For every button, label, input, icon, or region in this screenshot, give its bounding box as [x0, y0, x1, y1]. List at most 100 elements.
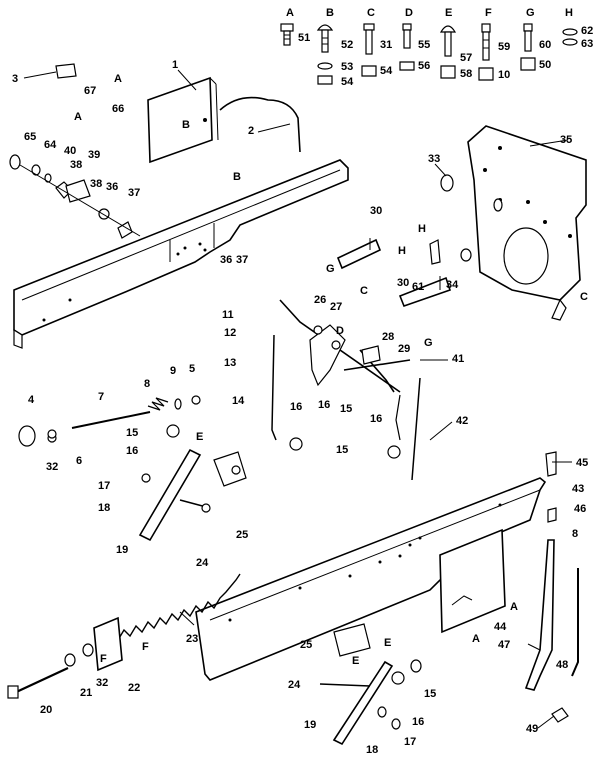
label-38b: 38: [90, 178, 102, 190]
bolt-20: [7, 667, 69, 699]
bumper-pad-3: [55, 63, 77, 79]
label-15a: 15: [126, 427, 138, 439]
label-22: 22: [128, 682, 140, 694]
label-44: 44: [494, 621, 507, 633]
label-9: 9: [170, 365, 176, 377]
label-27: 27: [330, 301, 342, 313]
hw-key-c: C: [367, 7, 375, 19]
label-16a: 16: [126, 445, 138, 457]
callout-labels: 1 2 3 4 5 6 7 8 8 9 11 12 13 14 15 15 15…: [12, 59, 588, 756]
hw-part-54b: 54: [341, 76, 354, 88]
label-33: 33: [428, 153, 440, 165]
label-15c: 15: [336, 444, 348, 456]
lever-19-lower: [319, 623, 422, 746]
label-16c: 16: [370, 413, 382, 425]
hw-key-f: F: [485, 7, 492, 19]
label-16e: 16: [290, 401, 302, 413]
hw-part-60: 60: [539, 39, 551, 51]
handle-48: [571, 568, 579, 677]
label-15b: 15: [340, 403, 352, 415]
hw-part-50: 50: [539, 59, 551, 71]
label-11: 11: [222, 309, 234, 321]
label-28: 28: [382, 331, 394, 343]
hw-part-54c: 54: [380, 65, 393, 77]
ref-h-1: H: [418, 223, 426, 235]
ref-e-1: E: [196, 431, 203, 443]
hw-key-g: G: [526, 7, 535, 19]
hw-key-e: E: [445, 7, 452, 19]
hex-bolt-a-icon: [280, 23, 294, 46]
side-plate-35: [467, 125, 587, 321]
label-66: 66: [112, 103, 124, 115]
label-36b: 36: [220, 254, 232, 266]
grommet-33: [440, 174, 454, 192]
lever-19-upper: [138, 448, 247, 542]
label-8: 8: [144, 378, 150, 390]
label-8b: 8: [572, 528, 578, 540]
hw-key-h: H: [565, 7, 573, 19]
label-38a: 38: [70, 159, 82, 171]
label-6: 6: [76, 455, 82, 467]
label-26: 26: [314, 294, 326, 306]
ref-g-1: G: [326, 263, 335, 275]
ref-c-1: C: [360, 285, 368, 297]
hw-part-57: 57: [460, 52, 472, 64]
nut-21: [64, 653, 76, 667]
label-1: 1: [172, 59, 178, 71]
washer-h-icon: [562, 28, 578, 46]
nut-32-lower: [82, 643, 94, 657]
label-29: 29: [398, 343, 410, 355]
label-19a: 19: [116, 544, 128, 556]
middle-linkage: [166, 299, 421, 481]
label-43: 43: [572, 483, 584, 495]
clip-61: [429, 239, 441, 265]
ref-d-1: D: [336, 325, 344, 337]
hw-key-a: A: [286, 7, 294, 19]
label-23: 23: [186, 633, 198, 645]
hw-part-58: 58: [460, 68, 472, 80]
bracket-30-upper: [336, 238, 382, 270]
label-40: 40: [64, 145, 76, 157]
label-42: 42: [456, 415, 468, 427]
label-41: 41: [452, 353, 464, 365]
label-25a: 25: [236, 529, 248, 541]
control-plate-44: [439, 528, 506, 634]
ref-c-2: C: [580, 291, 588, 303]
label-37b: 37: [236, 254, 248, 266]
mounting-plate-1: [147, 76, 219, 164]
knob-and-spring-assembly: [18, 395, 201, 447]
label-65: 65: [24, 131, 36, 143]
bolt-e-icon: [439, 25, 457, 79]
bolt-f-icon: [478, 23, 494, 81]
label-30a: 30: [370, 205, 382, 217]
label-24b: 24: [288, 679, 301, 691]
upper-left-frame-rail: [13, 159, 349, 349]
ref-f-1: F: [100, 653, 107, 665]
label-34: 34: [446, 279, 459, 291]
axle-hardware-cluster: [9, 154, 141, 239]
label-2: 2: [248, 125, 254, 137]
label-39: 39: [88, 149, 100, 161]
label-5: 5: [189, 363, 195, 375]
hw-part-56: 56: [418, 60, 430, 72]
ref-e-3: E: [352, 655, 359, 667]
label-25b: 25: [300, 639, 312, 651]
hw-part-31: 31: [380, 39, 392, 51]
ref-h-2: H: [398, 245, 406, 257]
label-36a: 36: [106, 181, 118, 193]
hw-part-59: 59: [498, 41, 510, 53]
bolt-g-icon: [520, 23, 536, 71]
hw-key-d: D: [405, 7, 413, 19]
hw-part-63: 63: [581, 38, 593, 50]
ref-a-1: A: [114, 73, 122, 85]
hw-part-51: 51: [298, 32, 310, 44]
label-46: 46: [574, 503, 586, 515]
bracket-30-lower: [398, 276, 452, 308]
hw-key-b: B: [326, 7, 334, 19]
label-64: 64: [44, 139, 57, 151]
ref-a-4: A: [472, 633, 480, 645]
label-48: 48: [556, 659, 568, 671]
tension-spring-23: [117, 573, 241, 641]
label-24a: 24: [196, 557, 209, 569]
